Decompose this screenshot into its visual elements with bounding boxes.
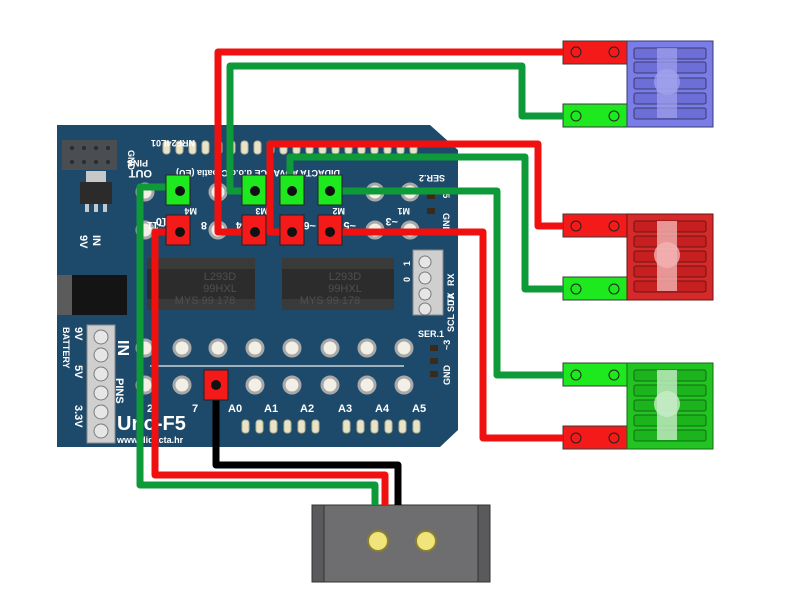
- board-url: www.didacta.hr: [116, 435, 184, 445]
- sensor-module: [311, 504, 491, 583]
- pin-label-8: 8: [201, 219, 207, 231]
- battery-9v-label: 9V: [72, 327, 84, 341]
- side-label-3: ~3: [442, 340, 452, 350]
- maker-label: DIDACTA ADVANCE d.o.o Croatia (EU): [176, 168, 340, 178]
- green-connector-bottom: [562, 425, 628, 450]
- ser1-label: SER.1: [418, 329, 444, 339]
- pin-label-5: ~5: [343, 219, 356, 231]
- pins-label: PINS: [127, 158, 148, 168]
- wire-red-green: [328, 228, 563, 442]
- pin-label-a5: A5: [412, 403, 426, 415]
- header-green-m1: [317, 174, 343, 206]
- wire-green-blue: [226, 62, 563, 195]
- wire-green-sensor: [136, 183, 379, 505]
- pin-label-3: ~3: [385, 215, 398, 227]
- blue-connector-top: [562, 40, 628, 65]
- nrf-header: [62, 140, 117, 170]
- chip2-line1: L293D: [329, 271, 361, 283]
- 5v-label: 5V: [72, 365, 84, 379]
- motor-label-m4: M4: [184, 206, 197, 216]
- driver-chip-1: L293D 99HXL MYS 99 178: [147, 258, 255, 310]
- pin-label-a2: A2: [300, 403, 314, 415]
- serial-label-tx: TX: [446, 292, 456, 304]
- chip2-line2: 99HXL: [328, 283, 362, 295]
- chip1-line2: 99HXL: [203, 283, 237, 295]
- arduino-board: L293D 99HXL MYS 99 178 L293D 99HXL MYS 9…: [57, 125, 458, 447]
- module-header-label: NRF24L01: [151, 138, 195, 148]
- red-connector-top: [562, 213, 628, 238]
- wires: [136, 48, 563, 505]
- pin-label-4: 4: [235, 219, 242, 231]
- side-label-gnd-bottom: GND: [442, 365, 452, 386]
- driver-chip-2: L293D 99HXL MYS 99 178: [282, 258, 394, 310]
- serial-num-1: 1: [402, 261, 412, 266]
- board-headers: [165, 174, 343, 401]
- serial-label-rx: RX: [446, 273, 456, 286]
- chip1-line3: MYS 99 178: [175, 295, 236, 307]
- pin-label-6: ~6: [303, 219, 316, 231]
- serial-label-sda: SDA: [446, 292, 456, 312]
- motor-label-m1: M1: [397, 206, 410, 216]
- 3v3-label: 3.3V: [72, 405, 84, 428]
- actuator-blue: [562, 40, 714, 128]
- chip1-line1: L293D: [204, 271, 236, 283]
- power-in-label: IN: [90, 235, 102, 246]
- wire-red-blue: [214, 48, 563, 236]
- serial-num-0: 0: [402, 277, 412, 282]
- wire-red-sensor: [151, 228, 389, 505]
- in-pins-label: PINS: [113, 378, 125, 404]
- pin-label-a1: A1: [264, 403, 278, 415]
- red-connector-bottom: [562, 276, 628, 301]
- wire-green-red: [286, 153, 563, 293]
- pin-label-11: ~11: [147, 219, 165, 231]
- battery-terminal: [86, 324, 116, 444]
- pin-label-a0: A0: [228, 403, 242, 415]
- pin-label-a3: A3: [338, 403, 352, 415]
- power-9v-label: 9V: [77, 235, 89, 249]
- blue-connector-bottom: [562, 103, 628, 128]
- out-label: OUT: [129, 167, 153, 179]
- pin-label-10: 10: [156, 215, 168, 227]
- ser2-label: SER.2: [419, 173, 445, 183]
- in-label: IN: [114, 340, 131, 356]
- pin-label-a4: A4: [375, 403, 390, 415]
- voltage-regulator: [80, 182, 112, 204]
- board-name: Uno-F5: [117, 413, 186, 435]
- chip2-line3: MYS 99 178: [300, 295, 361, 307]
- pin-label-2: 2: [147, 403, 153, 415]
- actuator-red: [562, 213, 714, 301]
- battery-label: BATTERY: [61, 327, 71, 369]
- gnd-label: GND: [126, 150, 136, 171]
- sensor-contact-1: [367, 530, 389, 552]
- actuator-green: [562, 362, 714, 450]
- green-connector-top: [562, 362, 628, 387]
- wire-green-green: [328, 187, 563, 379]
- pin-label-7: 7: [192, 403, 198, 415]
- motor-label-m3: M3: [255, 206, 268, 216]
- sensor-contact-2: [415, 530, 437, 552]
- sensor-body: [323, 504, 479, 583]
- wire-red-red: [266, 140, 563, 236]
- side-label-gnd-top: GND: [441, 213, 451, 234]
- motor-label-m2: M2: [332, 206, 345, 216]
- serial-label-scl: SCL: [446, 313, 456, 332]
- wire-black-sensor: [212, 385, 402, 505]
